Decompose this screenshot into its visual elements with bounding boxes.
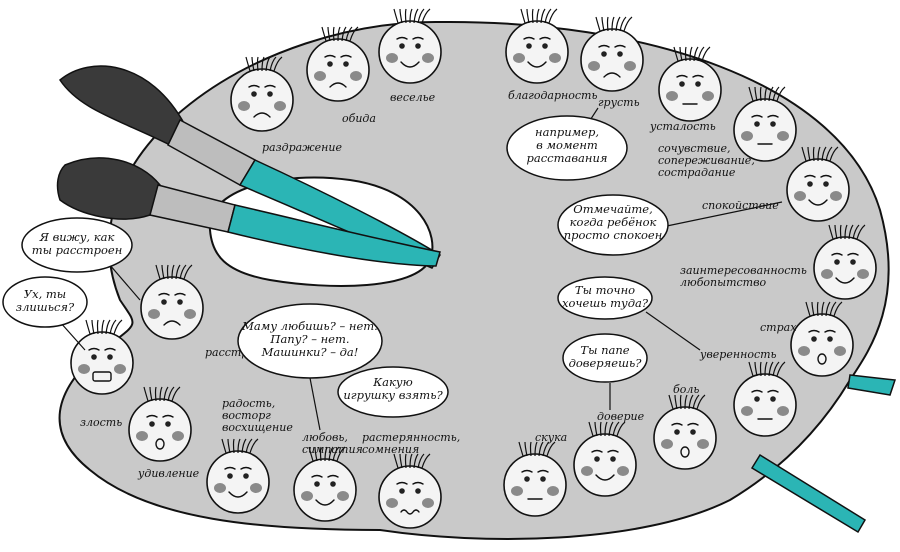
bubble-trust-dad (562, 333, 648, 383)
face-anger (70, 319, 134, 395)
bubble-which-toy (337, 366, 449, 418)
face-upset (140, 264, 204, 340)
label-love: любовь,симпатия (302, 431, 363, 456)
bubble-mom-dad (237, 303, 383, 379)
label-surprise: удивление (137, 467, 200, 480)
label-pain: боль (673, 383, 699, 396)
paint-brushes (56, 65, 897, 534)
face-fear (790, 301, 854, 377)
label-offense: обида (342, 112, 376, 125)
label-calm: спокойствие (702, 199, 779, 212)
label-trust: доверие (597, 410, 645, 423)
bubble-see-upset (21, 217, 133, 273)
face-interest (813, 224, 877, 300)
bubble-angry-q (2, 276, 88, 328)
bubble-mom-dad-text: Маму любишь? – нет.Папу? – нет.Машинки? … (241, 319, 378, 359)
label-fear: страх (760, 321, 797, 334)
label-anger: злость (80, 416, 122, 429)
label-sadness: грусть (598, 96, 640, 109)
label-confusion: растерянность,сомнения (362, 431, 460, 456)
face-calm (786, 146, 850, 222)
label-tiredness: усталость (649, 120, 716, 133)
face-confusion (378, 453, 442, 529)
face-joy (378, 8, 442, 84)
face-pain (653, 394, 717, 470)
face-trust (573, 421, 637, 497)
label-irritation: раздражение (262, 141, 343, 154)
face-sadness (580, 16, 644, 92)
face-offense (306, 26, 370, 102)
face-love (293, 446, 357, 522)
face-delight (206, 438, 270, 514)
face-confidence (733, 361, 797, 437)
bubble-parting (506, 115, 628, 181)
face-surprise (128, 386, 192, 462)
label-boredom: скука (535, 431, 567, 444)
face-boredom (503, 441, 567, 517)
label-joy: веселье (390, 91, 436, 104)
face-irritation (230, 56, 294, 132)
bubble-sure-there (557, 276, 653, 320)
bubble-notice-calm (557, 194, 669, 256)
face-tiredness (658, 46, 722, 122)
face-gratitude (505, 8, 569, 84)
label-sympathy: сочувствие,сопереживание,сострадание (658, 142, 755, 179)
face-sympathy (733, 86, 797, 162)
label-confidence: уверенность (699, 348, 777, 361)
label-gratitude: благодарность (508, 89, 597, 102)
